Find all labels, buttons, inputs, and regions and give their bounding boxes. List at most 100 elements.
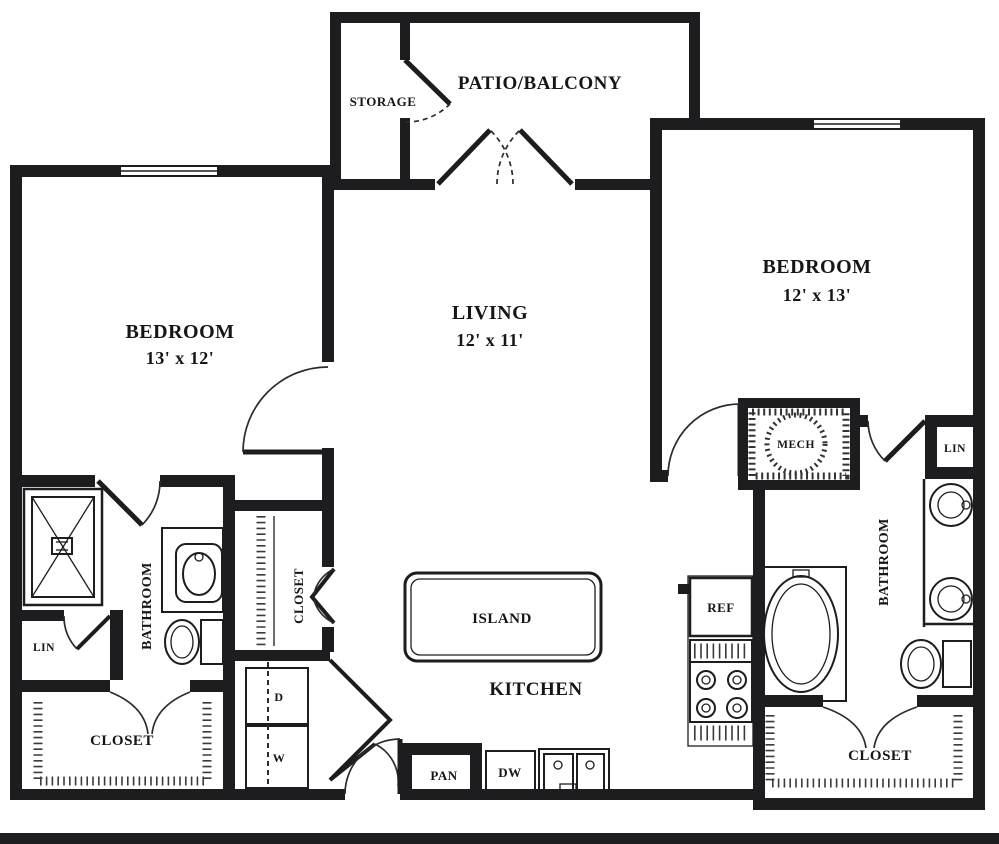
wall-walkin-right-lower: [322, 627, 334, 652]
toilet-right: [900, 639, 972, 689]
burner-icon: [696, 670, 716, 690]
kitchen-label: KITCHEN: [489, 679, 582, 700]
bathtub: [756, 566, 847, 702]
wall-laundry-top: [235, 650, 330, 661]
pantry-label: PAN: [430, 768, 457, 783]
toilet-left: [164, 619, 224, 665]
wall-living-top-right: [575, 179, 662, 190]
wall-storage-stub-bottom: [400, 118, 410, 190]
closet-bottom-left-doors: [109, 691, 191, 735]
kitchen-sink: [538, 748, 610, 796]
washer-box: [245, 725, 309, 789]
baseline-bar: [0, 833, 999, 844]
sink-icon: [929, 577, 973, 621]
wall-bath-right-top-stub: [858, 415, 868, 427]
refrigerator-box: [688, 576, 754, 638]
wall-vanity-right-top: [925, 467, 985, 479]
bedroom-right-dims: 12' x 13': [783, 285, 852, 305]
laundry-bifold-doors: [328, 658, 400, 787]
windows: [119, 118, 902, 177]
wall-bedroom-right-bottom-stub: [650, 470, 668, 482]
storage-door: [403, 58, 452, 123]
dryer-label: D: [274, 690, 283, 704]
walkin-closet-label: CLOSET: [291, 568, 306, 624]
wall-bath-right-top: [925, 415, 985, 427]
wall-walkin-right-upper: [322, 511, 334, 567]
storage-label: STORAGE: [350, 94, 417, 109]
fixtures: [22, 408, 973, 796]
linen-left-label: LIN: [33, 642, 55, 654]
closet-bottom-right-label: CLOSET: [848, 748, 912, 764]
burner-icon: [726, 697, 748, 719]
faucet-icon: [585, 760, 595, 770]
bedroom-right-label: BEDROOM: [762, 256, 871, 278]
patio-french-door-right: [496, 128, 574, 186]
wall-pantry-right: [470, 743, 482, 800]
wall-bottom-laundry: [225, 789, 345, 800]
labels: PATIO/BALCONY STORAGE BEDROOM 13' x 12' …: [33, 73, 966, 783]
wall-bedroom-left-living: [322, 176, 334, 362]
mech-label: MECH: [777, 439, 815, 451]
faucet-icon: [194, 552, 204, 562]
linen-right-label: LIN: [944, 443, 966, 455]
wall-bath-right-bottom-b: [917, 695, 985, 707]
wall-bath-left-top-b: [160, 475, 235, 487]
wall-linen-left-side: [110, 610, 123, 680]
closet-bl-rods: [33, 702, 212, 786]
wall-closet-br-left: [753, 707, 765, 810]
kitchen-island: [403, 571, 603, 663]
shower: [22, 487, 104, 607]
dishwasher-box: [485, 750, 536, 794]
wall-bedroom-left-stub: [322, 448, 334, 511]
closet-bottom-left-label: CLOSET: [90, 733, 154, 749]
wall-living-bedroom-right: [650, 130, 662, 470]
wall-bottom-left: [10, 789, 225, 800]
wall-closet-br-bottom: [753, 798, 985, 810]
living-dims: 12' x 11': [456, 330, 524, 350]
bathroom-right-door: [867, 419, 927, 463]
wall-mech-left: [738, 398, 748, 490]
refrigerator-label: REF: [707, 600, 735, 615]
faucet-icon: [961, 500, 971, 510]
mech-closet: [748, 408, 850, 480]
stove-box: [689, 661, 753, 723]
bedroom-left-dims: 13' x 12': [146, 348, 215, 368]
bathroom-left-label: BATHROOM: [140, 562, 155, 650]
wall-closet-bl-top-a: [10, 680, 110, 692]
wall-bedroom-right-top-left: [650, 118, 813, 130]
faucet-icon: [553, 760, 563, 770]
wall-spine-left: [223, 475, 235, 800]
wall-closet-bl-top-b: [190, 680, 235, 692]
wall-linen-right-side: [925, 427, 937, 473]
wall-bedroom-right-top-right: [901, 118, 985, 130]
bathroom-left-door: [96, 479, 161, 527]
patio-label: PATIO/BALCONY: [458, 73, 622, 94]
wall-storage-stub-top: [400, 23, 410, 60]
bedroom-right-door: [667, 403, 743, 477]
walkin-closet-bifold-door: [309, 567, 336, 625]
wall-entry-jamb: [400, 743, 412, 800]
wall-living-top-left: [334, 179, 435, 190]
doors: [63, 58, 927, 795]
burner-icon: [696, 698, 716, 718]
wall-bedroom-left-top-left: [10, 165, 120, 177]
dishwasher-label: DW: [498, 765, 521, 780]
bedroom-left-label: BEDROOM: [125, 321, 234, 343]
burner-icon: [727, 670, 747, 690]
entry-door: [344, 738, 403, 795]
vanity-left: [161, 527, 224, 613]
laundry-appliances: [245, 662, 309, 789]
living-label: LIVING: [452, 302, 528, 324]
bathroom-right-label: BATHROOM: [877, 518, 892, 606]
wall-patio-left: [330, 12, 341, 190]
wall-patio-right: [689, 12, 700, 122]
tub-faucet-icon: [792, 569, 810, 578]
faucet-icon: [961, 594, 971, 604]
wall-pantry-top: [407, 743, 482, 755]
walkin-rod: [256, 516, 275, 646]
closet-bottom-right-doors: [822, 706, 918, 749]
dryer-box: [245, 667, 309, 725]
sink-icon: [929, 483, 973, 527]
wall-mech-right: [850, 398, 860, 490]
